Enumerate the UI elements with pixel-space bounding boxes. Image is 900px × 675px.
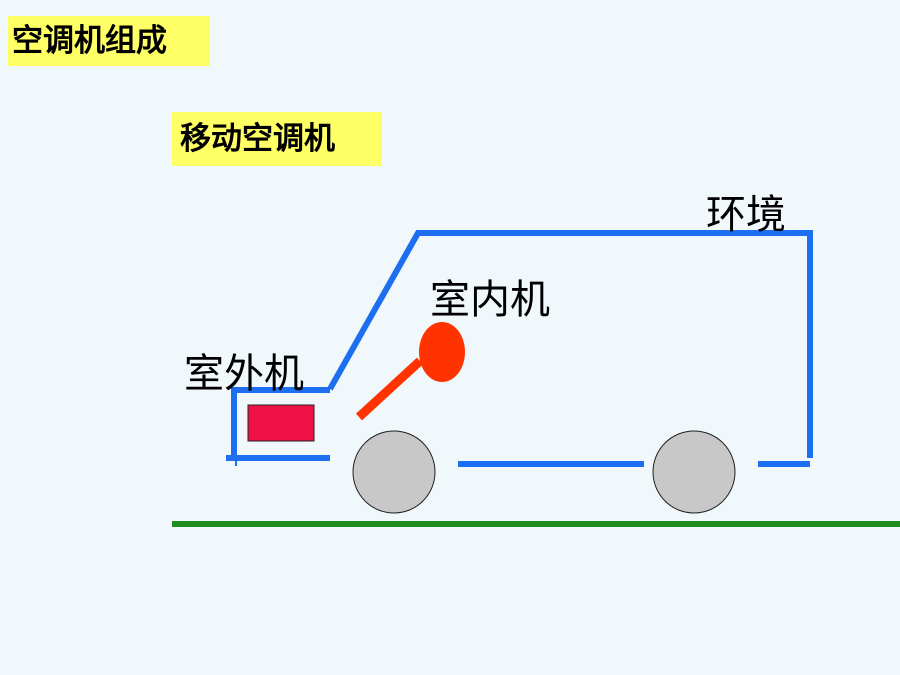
section-subtitle: 移动空调机 <box>172 112 382 166</box>
rear-wheel <box>652 430 736 514</box>
front-wheel <box>352 430 436 514</box>
indoor-unit-label: 室内机 <box>430 277 550 323</box>
page-title: 空调机组成 <box>8 16 210 66</box>
environment-label: 环境 <box>706 192 786 238</box>
vehicle-front-outline <box>231 387 330 461</box>
indoor-unit-fan <box>419 322 465 382</box>
vehicle-body-outline <box>327 230 813 458</box>
outdoor-unit-box <box>247 404 315 442</box>
outdoor-unit-label: 室外机 <box>184 351 304 397</box>
indoor-unit-duct <box>355 357 424 421</box>
